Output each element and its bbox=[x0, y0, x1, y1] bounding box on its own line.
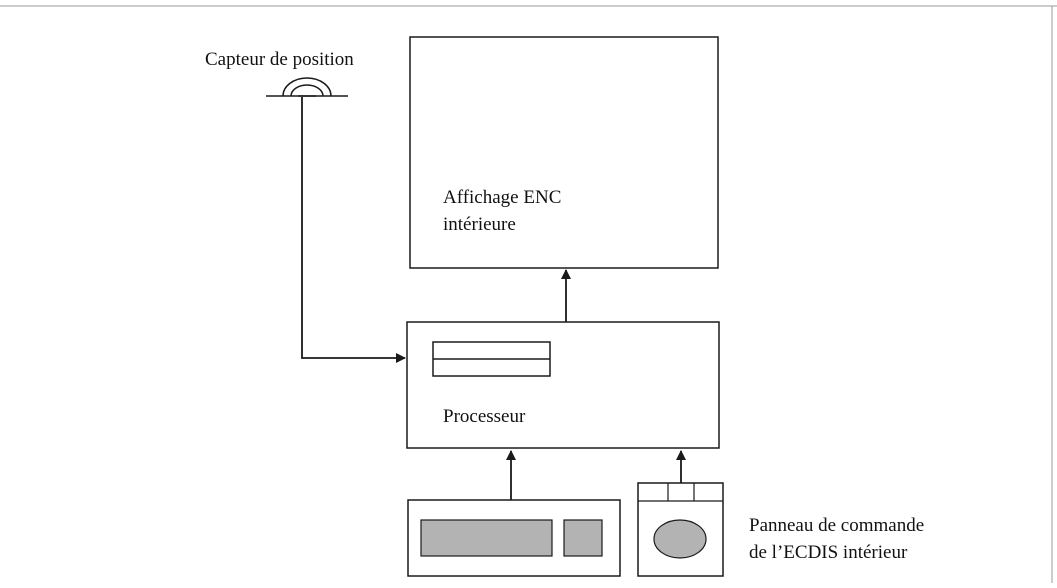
processor-label: Processeur bbox=[443, 406, 526, 427]
control-panel-label-line2: de l’ECDIS intérieur bbox=[749, 542, 908, 563]
trackball-ball bbox=[653, 519, 707, 559]
drive-slot-icon bbox=[432, 341, 551, 377]
control-panel-label-line1: Panneau de commande bbox=[749, 515, 925, 536]
processor-box bbox=[406, 321, 720, 449]
display-box bbox=[409, 36, 719, 269]
trackball-icon bbox=[637, 482, 724, 577]
keyboard-icon bbox=[407, 499, 621, 577]
position-sensor-label: Capteur de position bbox=[205, 49, 354, 70]
keyboard-side-keys bbox=[563, 519, 603, 557]
antenna-dome-icon bbox=[266, 77, 348, 97]
sensor-to-processor-arrow bbox=[301, 97, 406, 363]
keyboard-main-keys bbox=[420, 519, 553, 557]
display-label-line2: intérieure bbox=[443, 214, 516, 235]
display-label-line1: Affichage ENC bbox=[443, 187, 562, 208]
